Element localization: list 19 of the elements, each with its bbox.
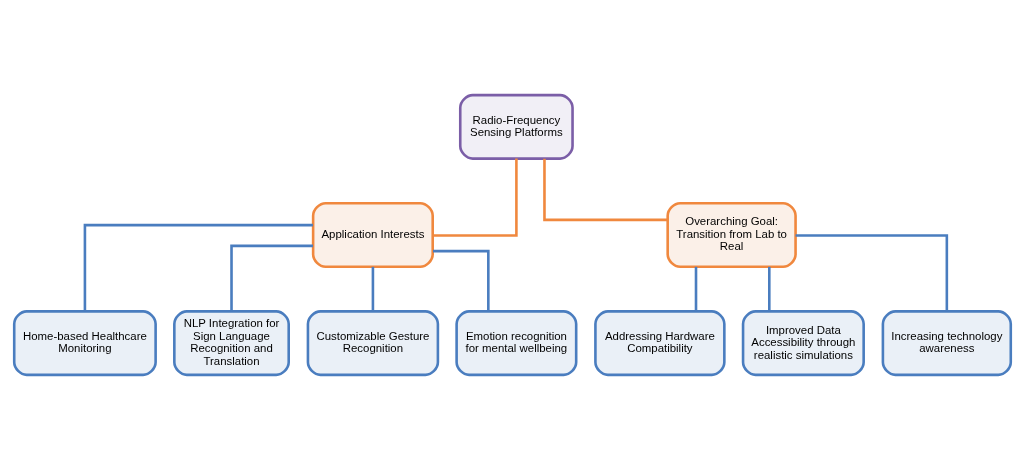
connector (371, 266, 374, 312)
node-box: Customizable Gesture Recognition (306, 310, 439, 377)
connector (795, 234, 948, 312)
node-box: Increasing technology awareness (881, 310, 1012, 377)
node-box: Overarching Goal: Transition from Lab to Real (665, 202, 797, 268)
connector (432, 158, 518, 237)
connector (767, 266, 771, 312)
node-box: Home-based Healthcare Monitoring (12, 310, 157, 377)
node-box: Radio-Frequency Sensing Platforms (458, 93, 574, 160)
node-box: Improved Data Accessibility through realistic simulations (741, 310, 865, 377)
connector (229, 244, 313, 312)
node-box: Emotion recognition for mental wellbeing (454, 310, 577, 377)
connector (83, 223, 313, 312)
node-box: NLP Integration for Sign Language Recognition and Translation (172, 310, 290, 377)
node-box: Addressing Hardware Compatibility (593, 310, 726, 377)
connector (542, 158, 667, 222)
node-box: Application Interests (311, 202, 434, 268)
connector (694, 266, 697, 312)
connector (432, 249, 490, 311)
